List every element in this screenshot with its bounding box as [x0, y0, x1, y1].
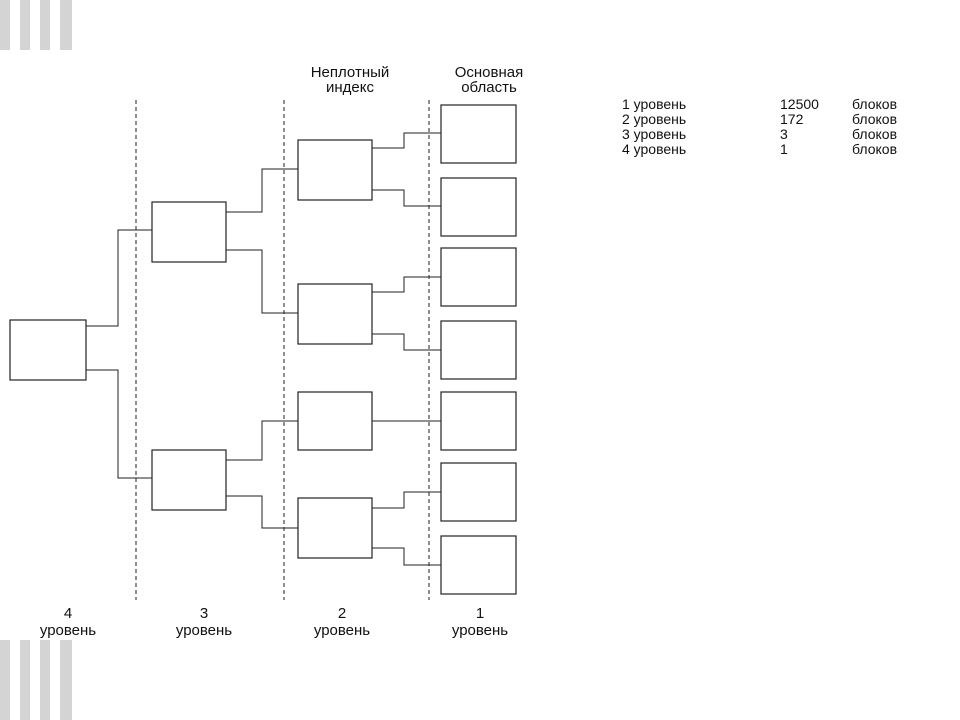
header-main-area-line2: область — [461, 79, 517, 96]
level-1-block — [440, 391, 517, 451]
table-row: 4 уровень 1 блоков — [622, 142, 897, 157]
header-non-dense-index: Неплотный индекс — [278, 65, 422, 95]
connector — [226, 495, 298, 529]
connector — [372, 547, 441, 566]
stat-count: 3 — [780, 126, 788, 142]
level-1-block — [440, 535, 517, 595]
stat-count: 12500 — [780, 96, 819, 112]
connector — [226, 420, 298, 461]
level-2-block — [297, 391, 373, 451]
stat-unit: блоков — [852, 96, 898, 112]
connector — [226, 168, 298, 213]
table-row: 1 уровень 12500 блоков — [622, 97, 897, 112]
level-1-block — [440, 462, 517, 522]
level-word: уровень — [451, 622, 509, 639]
stat-level: 2 уровень — [622, 111, 687, 127]
level-2-block — [297, 283, 373, 345]
connector — [372, 333, 441, 351]
decorative-stripes-top — [0, 0, 72, 50]
level-4-block — [9, 319, 87, 381]
level-label-1: 1 уровень — [420, 605, 540, 639]
level-1-block — [440, 247, 517, 307]
stat-count: 1 — [780, 141, 788, 157]
level-label-2: 2 уровень — [282, 605, 402, 639]
level-1-block — [440, 177, 517, 237]
level-number: 4 — [63, 605, 73, 622]
connector — [372, 132, 441, 149]
level-1-block — [440, 104, 517, 164]
connector — [372, 189, 441, 207]
level-3-block — [151, 449, 227, 511]
table-row: 3 уровень 3 блоков — [622, 127, 897, 142]
stat-level: 1 уровень — [622, 96, 687, 112]
level-2-block — [297, 139, 373, 201]
stat-unit: блоков — [852, 141, 898, 157]
header-non-dense-index-line2: индекс — [326, 79, 374, 96]
level-number: 3 — [199, 605, 209, 622]
decorative-stripes-bottom — [0, 640, 72, 720]
header-main-area-line1: Основная — [454, 64, 524, 81]
stat-unit: блоков — [852, 111, 898, 127]
stat-level: 3 уровень — [622, 126, 687, 142]
level-word: уровень — [175, 622, 233, 639]
connector — [372, 491, 441, 509]
header-main-area: Основная область — [424, 65, 554, 95]
level-label-4: 4 уровень — [8, 605, 128, 639]
table-row: 2 уровень 172 блоков — [622, 112, 897, 127]
connector — [86, 229, 152, 327]
header-non-dense-index-line1: Неплотный — [310, 64, 390, 81]
stat-unit: блоков — [852, 126, 898, 142]
level-label-3: 3 уровень — [144, 605, 264, 639]
connector — [86, 369, 152, 479]
level-number: 2 — [337, 605, 347, 622]
stat-level: 4 уровень — [622, 141, 687, 157]
block-count-table: 1 уровень 12500 блоков 2 уровень 172 бло… — [622, 97, 897, 157]
level-word: уровень — [39, 622, 97, 639]
level-1-block — [440, 320, 517, 380]
level-word: уровень — [313, 622, 371, 639]
connector — [372, 276, 441, 293]
level-number: 1 — [475, 605, 485, 622]
level-2-block — [297, 497, 373, 559]
level-3-block — [151, 201, 227, 263]
connector — [226, 249, 298, 314]
stat-count: 172 — [780, 111, 804, 127]
